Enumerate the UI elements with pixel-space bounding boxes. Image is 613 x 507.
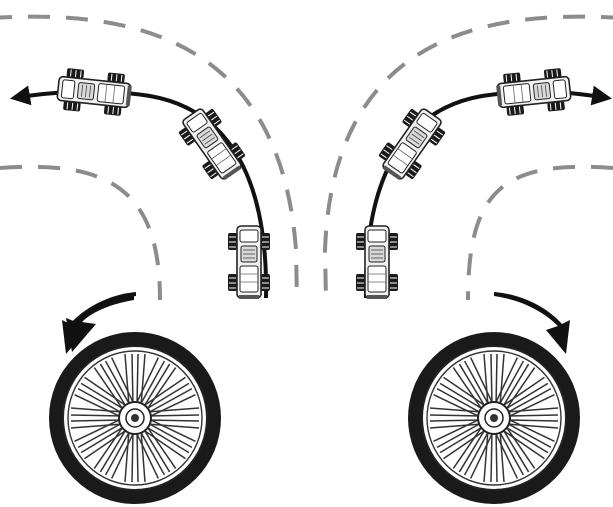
rotation-arrow-right-icon xyxy=(494,292,570,354)
wheel-icon xyxy=(408,332,580,504)
rotation-arrow-left-icon xyxy=(66,296,134,352)
rc-truck-icon xyxy=(55,66,134,118)
wheel-icon xyxy=(49,332,221,504)
rc-truck-icon xyxy=(494,66,573,118)
turn-arrow-right-icon xyxy=(363,85,612,299)
rotation-arrow-left-icon xyxy=(62,292,136,354)
rc-truck-icon xyxy=(355,225,399,300)
rc-truck-icon xyxy=(173,101,252,188)
lane-dash-outer-right xyxy=(322,14,613,301)
lane-markings xyxy=(0,14,613,301)
turn-arrow-left-icon xyxy=(10,85,269,299)
lane-dash-inner-left xyxy=(0,164,162,301)
lane-dash-inner-right xyxy=(466,164,613,301)
lane-dash-outer-left xyxy=(0,14,299,301)
